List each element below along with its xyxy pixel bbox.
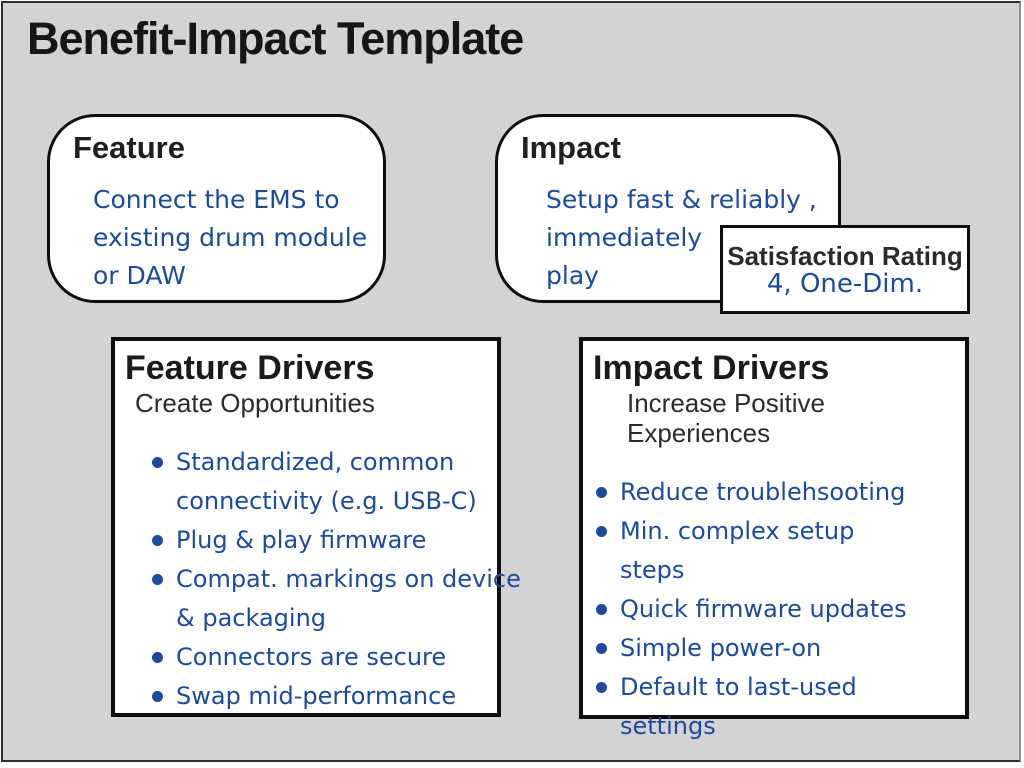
page-title: Benefit-Impact Template <box>27 13 524 64</box>
feature-box-header: Feature <box>73 130 185 165</box>
list-item-text: Connectors are secure <box>176 643 447 671</box>
satisfaction-rating-box: Satisfaction Rating 4, One-Dim. <box>720 225 970 314</box>
bullet-icon <box>152 574 163 585</box>
impact-drivers-header: Impact Drivers <box>593 349 830 387</box>
list-item: Compat. markings on device & packaging <box>152 560 521 638</box>
list-item: Min. complex setup steps <box>596 512 926 590</box>
bullet-icon <box>152 691 163 702</box>
list-item-text: Min. complex setup steps <box>620 517 855 584</box>
list-item-text: Default to last-used settings <box>620 673 857 740</box>
list-item-text: Simple power-on <box>620 634 822 662</box>
list-item-text: Compat. markings on device & packaging <box>176 565 521 632</box>
list-item: Reduce troublehsooting <box>596 473 926 512</box>
list-item: Swap mid-performance <box>152 677 492 716</box>
satisfaction-rating-label: Satisfaction Rating <box>727 240 963 271</box>
list-item: Standardized, common connectivity (e.g. … <box>152 443 492 521</box>
impact-box-header: Impact <box>521 130 621 165</box>
feature-box-body: Connect the EMS to existing drum module … <box>93 185 368 290</box>
bullet-icon <box>596 682 607 693</box>
list-item-text: Quick firmware updates <box>620 595 907 623</box>
impact-drivers-subtitle: Increase Positive Experiences <box>627 388 825 448</box>
list-item-text: Reduce troublehsooting <box>620 478 906 506</box>
impact-box: Impact Setup fast & reliably , immediate… <box>495 114 841 303</box>
impact-box-body: Setup fast & reliably , immediately play <box>546 185 817 290</box>
bullet-icon <box>596 487 607 498</box>
feature-drivers-subtitle: Create Opportunities <box>135 388 375 418</box>
list-item: Plug & play firmware <box>152 521 492 560</box>
bullet-icon <box>596 526 607 537</box>
bullet-icon <box>152 535 163 546</box>
feature-box: Feature Connect the EMS to existing drum… <box>47 114 386 303</box>
list-item: Connectors are secure <box>152 638 492 677</box>
list-item-text: Standardized, common connectivity (e.g. … <box>176 448 477 515</box>
impact-drivers-list: Reduce troublehsooting Min. complex setu… <box>596 473 926 746</box>
bullet-icon <box>596 643 607 654</box>
satisfaction-rating-value: 4, One-Dim. <box>766 268 924 299</box>
list-item: Simple power-on <box>596 629 926 668</box>
impact-drivers-box: Impact Drivers Increase Positive Experie… <box>579 337 969 740</box>
bullet-icon <box>596 604 607 615</box>
feature-drivers-list: Standardized, common connectivity (e.g. … <box>152 443 521 716</box>
bullet-icon <box>152 652 163 663</box>
list-item-text: Plug & play firmware <box>176 526 427 554</box>
list-item: Default to last-used settings <box>596 668 926 746</box>
list-item: Quick firmware updates <box>596 590 926 629</box>
feature-drivers-box: Feature Drivers Create Opportunities Sta… <box>111 337 521 717</box>
feature-drivers-header: Feature Drivers <box>125 349 375 387</box>
list-item-text: Swap mid-performance <box>176 682 457 710</box>
bullet-icon <box>152 457 163 468</box>
